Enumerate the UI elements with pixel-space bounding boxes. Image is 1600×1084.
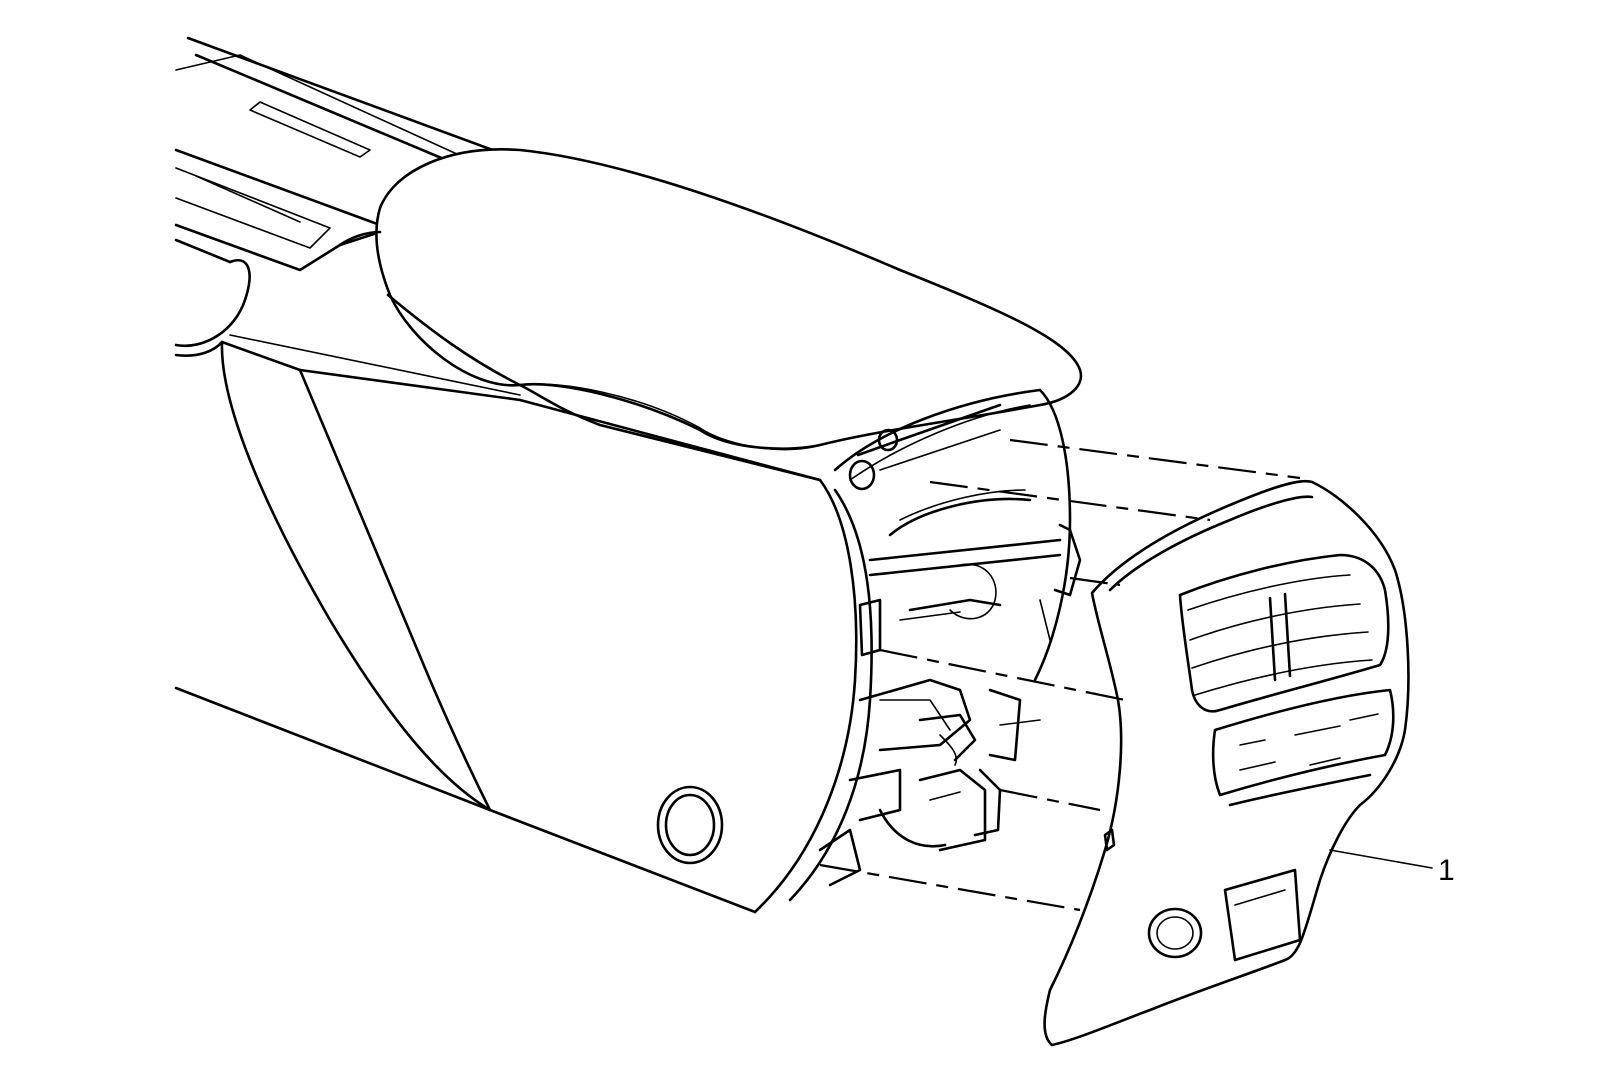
power-outlet-cover [1147,907,1203,959]
console-badge-ring [656,785,724,865]
rear-closeout-panel [1043,479,1410,1047]
alignment-lines [819,438,1301,912]
callout-1-leader-line [1329,849,1433,869]
callout-1-label: 1 [1438,854,1455,887]
callout-1: 1 [1329,849,1455,887]
console-internal-frame [818,388,1082,887]
floor-console-body [174,36,1083,914]
